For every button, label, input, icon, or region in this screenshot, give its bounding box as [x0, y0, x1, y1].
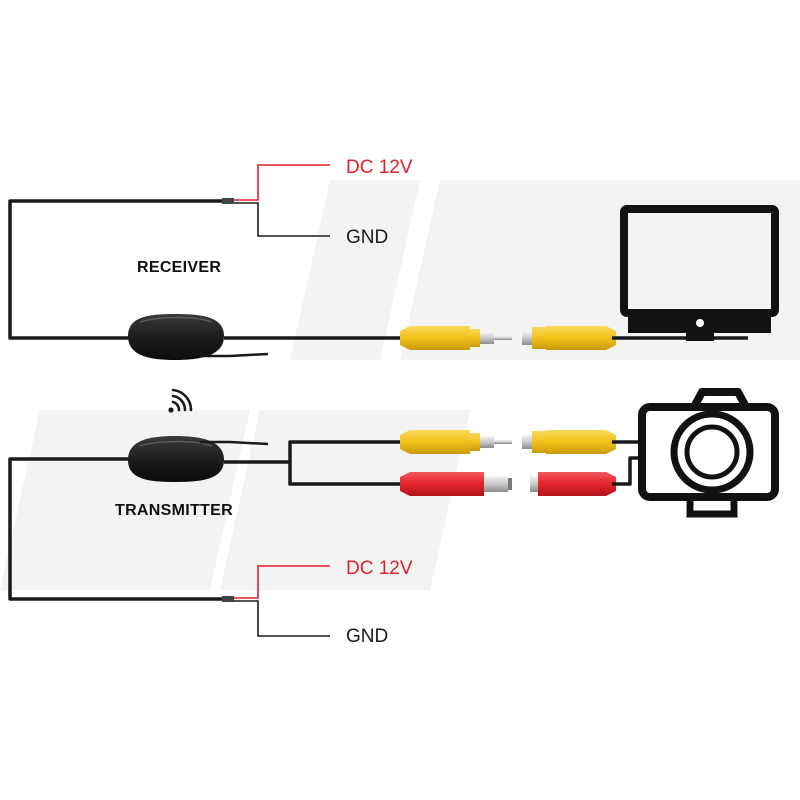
- transmitter-module: [128, 436, 269, 482]
- camera-icon: [638, 388, 779, 518]
- background-watermark: [0, 180, 800, 590]
- transmitter-dc-power-plug: [400, 472, 512, 496]
- camera-rca-video-socket: [522, 430, 616, 454]
- receiver-dc-12v-label: DC 12V: [346, 157, 413, 178]
- receiver-ground-wire: [234, 202, 330, 237]
- receiver-rca-video-plug: [400, 326, 512, 350]
- transmitter-video-cable: [288, 440, 405, 462]
- monitor-icon: [620, 205, 779, 341]
- camera-power-cable: [612, 456, 645, 486]
- transmitter-gnd-label: GND: [346, 626, 389, 647]
- receiver-power-cable: [8, 199, 228, 340]
- monitor-rca-video-socket: [522, 326, 616, 350]
- transmitter-label: TRANSMITTER: [115, 502, 233, 519]
- transmitter-rca-video-plug: [400, 430, 512, 454]
- transmitter-cable-end: [222, 596, 234, 602]
- wireless-signal-icon: [168, 388, 193, 413]
- receiver-module: [128, 314, 269, 360]
- receiver-dc-positive-wire: [234, 164, 330, 201]
- transmitter-dc-positive-wire: [234, 565, 330, 599]
- receiver-cable-end: [222, 198, 234, 204]
- transmitter-power-cable: [8, 457, 226, 601]
- receiver-label: RECEIVER: [137, 259, 222, 276]
- transmitter-ground-wire: [234, 600, 330, 637]
- transmitter-signal-cable: [224, 460, 405, 486]
- camera-dc-power-socket: [530, 472, 616, 496]
- receiver-gnd-label: GND: [346, 227, 389, 248]
- transmitter-dc-12v-label: DC 12V: [346, 558, 413, 579]
